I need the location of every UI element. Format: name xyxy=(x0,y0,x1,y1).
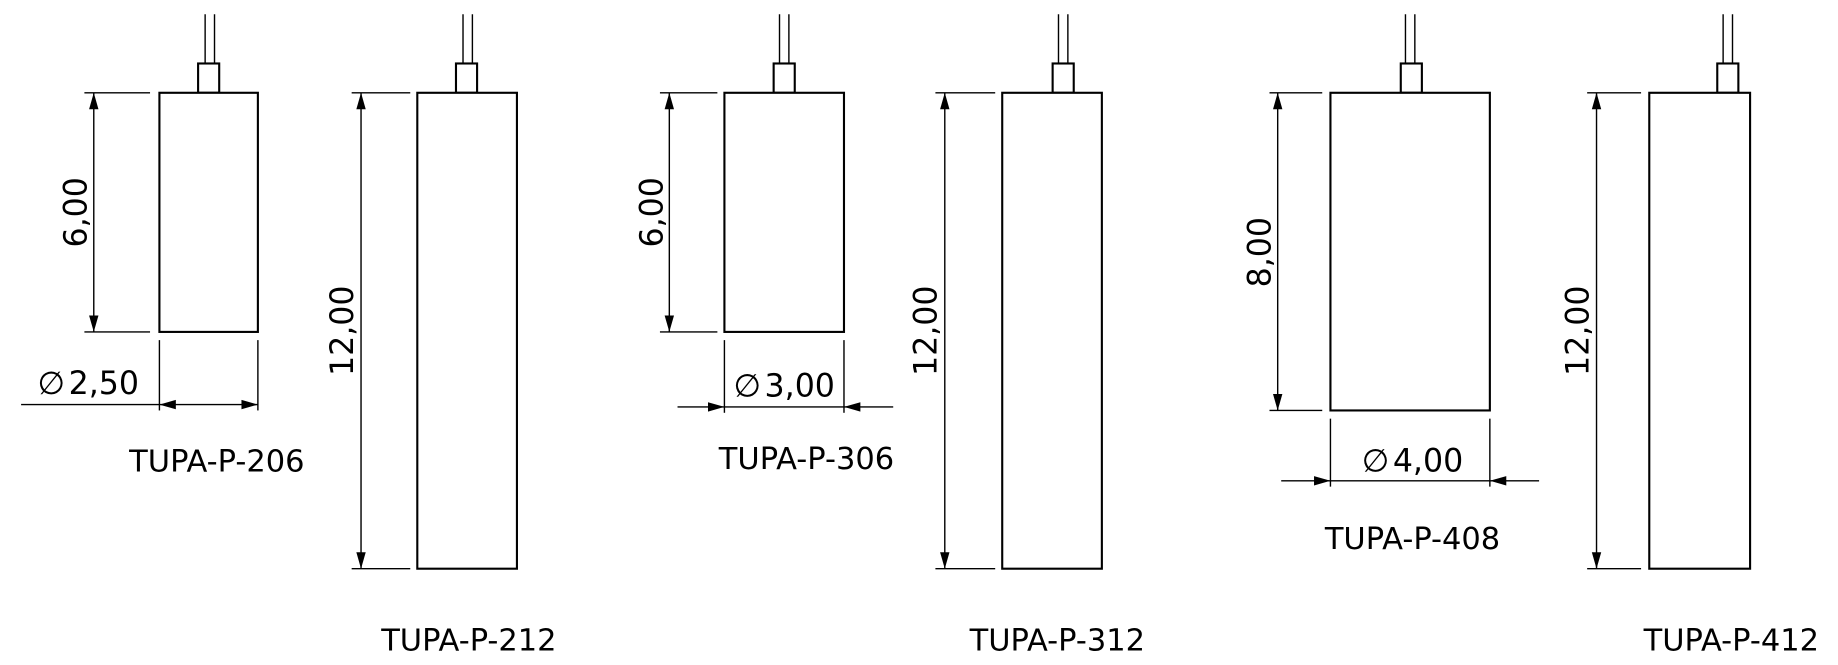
height-value: 12,00 xyxy=(909,285,945,376)
diameter-dimension: ∅3,00 xyxy=(677,340,894,413)
diameter-value: 3,00 xyxy=(765,368,835,404)
height-dimension: 6,00 xyxy=(634,92,718,333)
arrowhead xyxy=(89,92,99,110)
part-label: TUPA-P-412 xyxy=(1643,624,1819,659)
svg-text:∅2,50: ∅2,50 xyxy=(38,366,140,402)
connector xyxy=(454,62,479,94)
height-value: 12,00 xyxy=(1560,285,1596,376)
height-value: 6,00 xyxy=(634,177,670,247)
svg-text:∅4,00: ∅4,00 xyxy=(1362,443,1464,479)
part-label: TUPA-P-212 xyxy=(380,624,556,659)
height-value: 8,00 xyxy=(1243,217,1279,287)
height-dimension: 12,00 xyxy=(325,92,411,570)
body-outline xyxy=(1329,91,1491,412)
part-label: TUPA-P-312 xyxy=(969,624,1145,659)
arrowhead xyxy=(89,315,99,332)
diameter-symbol: ∅ xyxy=(38,366,66,402)
height-dimension: 8,00 xyxy=(1243,92,1323,412)
body-outline xyxy=(1001,91,1103,570)
connector xyxy=(772,62,796,94)
part-label: TUPA-P-306 xyxy=(718,442,894,477)
height-dimension: 6,00 xyxy=(59,92,151,333)
arrowhead xyxy=(241,399,258,410)
height-dimension: 12,00 xyxy=(909,92,996,570)
part-tupa-p-212: 12,00 TUPA-P-212 xyxy=(325,14,557,659)
diameter-value: 2,50 xyxy=(69,366,139,402)
height-value: 6,00 xyxy=(59,177,95,247)
connector xyxy=(1716,62,1740,94)
connector xyxy=(197,62,221,94)
body-outline xyxy=(416,91,518,570)
height-value: 12,00 xyxy=(325,285,361,376)
height-dimension: 12,00 xyxy=(1560,92,1642,570)
part-tupa-p-412: 12,00 TUPA-P-412 xyxy=(1560,14,1819,659)
body-outline xyxy=(158,91,259,333)
connector xyxy=(1399,62,1423,94)
part-tupa-p-206: 6,00 ∅2,50 TUPA-P-206 xyxy=(21,14,305,479)
body-outline xyxy=(723,91,846,333)
diameter-dimension: ∅4,00 xyxy=(1281,418,1540,487)
part-label: TUPA-P-206 xyxy=(128,444,304,479)
diameter-value: 4,00 xyxy=(1393,443,1463,479)
arrowhead xyxy=(159,399,176,410)
diameter-symbol: ∅ xyxy=(733,368,761,404)
connector xyxy=(1051,62,1075,94)
part-label: TUPA-P-408 xyxy=(1324,522,1500,557)
diameter-dimension: ∅2,50 xyxy=(21,340,259,411)
diameter-symbol: ∅ xyxy=(1362,443,1390,479)
part-tupa-p-312: 12,00 TUPA-P-312 xyxy=(909,14,1145,659)
part-tupa-p-306: 6,00 ∅3,00 TUPA-P-306 xyxy=(634,14,894,477)
body-outline xyxy=(1648,91,1752,570)
part-tupa-p-408: 8,00 ∅4,00 TUPA-P-408 xyxy=(1243,14,1540,557)
svg-text:∅3,00: ∅3,00 xyxy=(733,368,835,404)
